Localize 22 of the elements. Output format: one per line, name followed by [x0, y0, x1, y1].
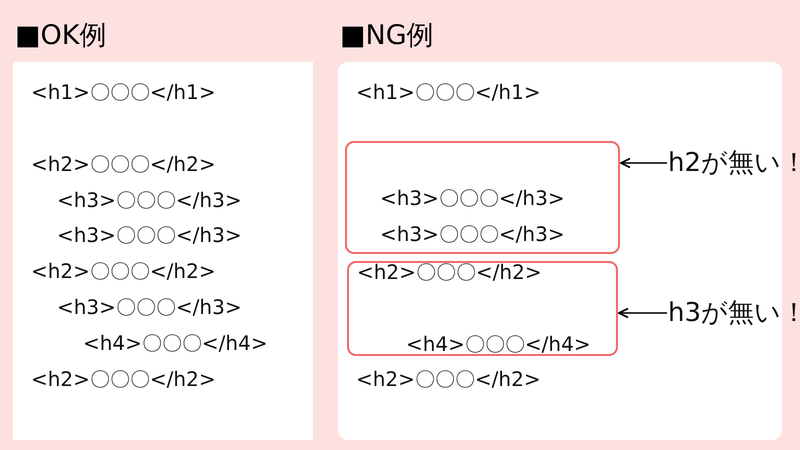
arrow: [620, 158, 667, 168]
code-line: <h2>〇〇〇</h2>: [31, 367, 216, 391]
section-heading: ■NG例: [340, 20, 434, 52]
code-line: <h4>〇〇〇</h4>: [406, 332, 591, 356]
highlight-box: [347, 261, 618, 356]
code-line: <h3>〇〇〇</h3>: [57, 295, 242, 319]
code-line: <h4>〇〇〇</h4>: [83, 331, 268, 355]
code-line: <h3>〇〇〇</h3>: [380, 222, 565, 246]
annotation-text: h3が無い！: [668, 298, 800, 328]
code-line: <h2>〇〇〇</h2>: [356, 367, 541, 391]
code-line: <h3>〇〇〇</h3>: [57, 223, 242, 247]
highlight-box: [345, 141, 620, 254]
code-line: <h2>〇〇〇</h2>: [31, 259, 216, 283]
section-heading: ■OK例: [15, 20, 106, 52]
annotation-text: h2が無い！: [668, 148, 800, 178]
code-line: <h1>〇〇〇</h1>: [31, 80, 216, 104]
code-line: <h3>〇〇〇</h3>: [57, 188, 242, 212]
code-line: <h2>〇〇〇</h2>: [31, 152, 216, 176]
arrow: [618, 308, 667, 318]
code-line: <h2>〇〇〇</h2>: [357, 260, 542, 284]
code-line: <h3>〇〇〇</h3>: [380, 186, 565, 210]
code-line: <h1>〇〇〇</h1>: [356, 80, 541, 104]
